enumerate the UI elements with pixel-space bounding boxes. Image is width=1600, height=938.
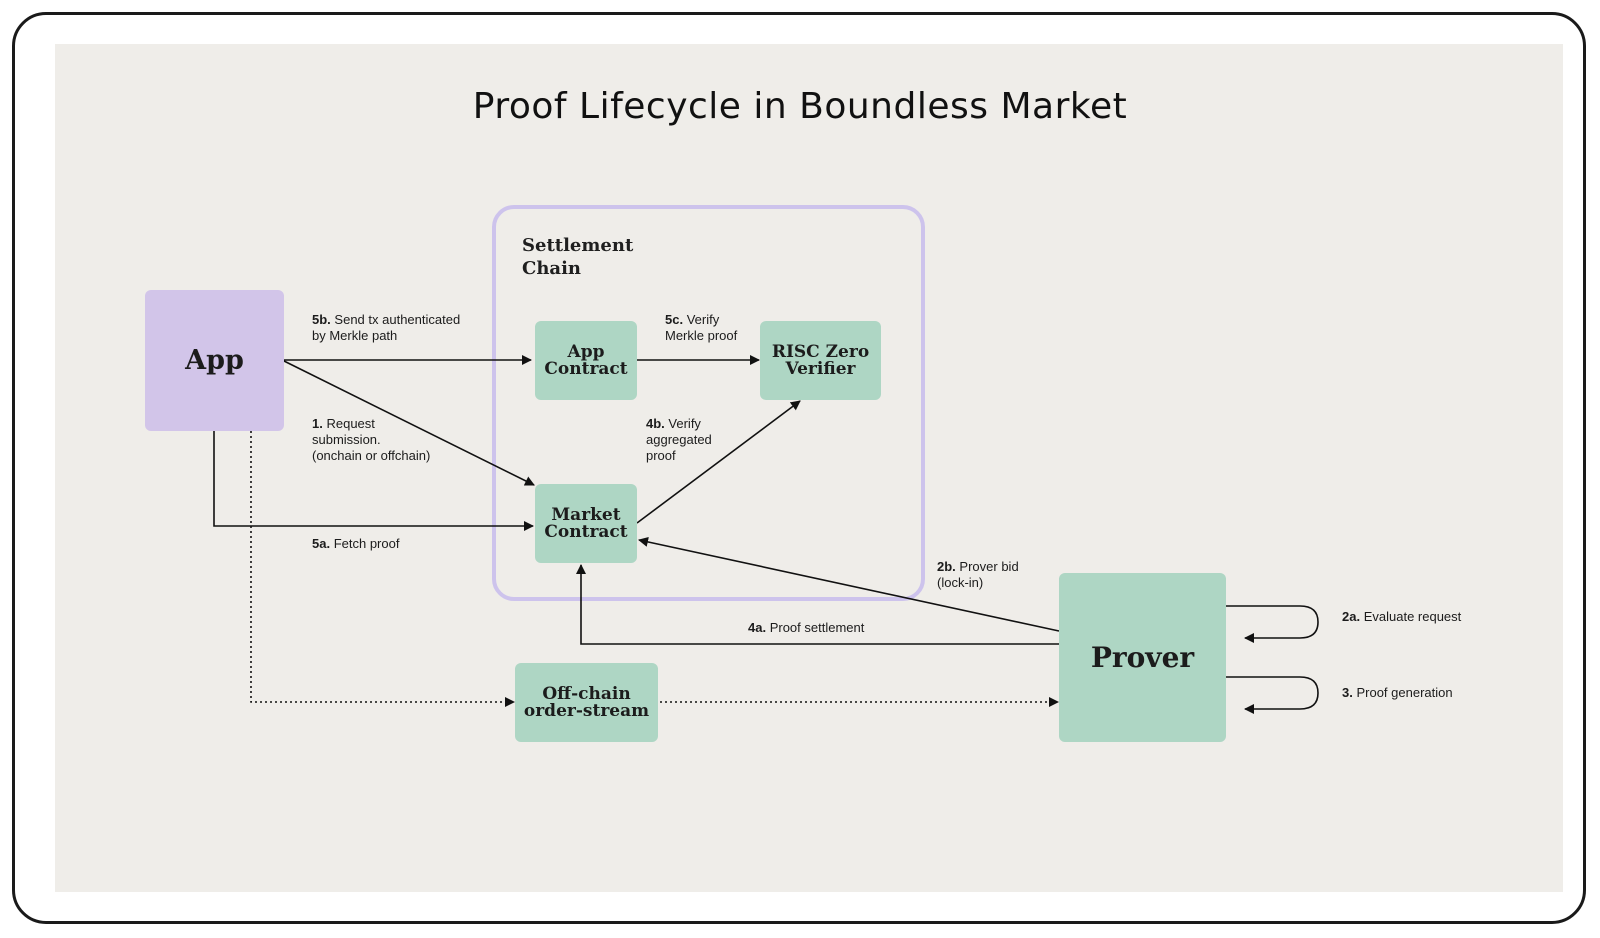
edge-4b-step: 4b. [646,416,665,431]
edge-5c-step: 5c. [665,312,684,327]
prover-node: Prover [1059,573,1226,742]
risc-zero-verifier-node: RISC Zero Verifier [760,321,881,400]
edge-1-label: 1. Request submission. (onchain or offch… [312,416,430,464]
edge-4b-line2: aggregated [646,432,712,447]
edge-4a-line1: Proof settlement [769,620,865,635]
edge-5b-label: 5b. Send tx authenticated by Merkle path [312,312,460,344]
offchain-order-stream-node: Off-chain order-stream [515,663,658,742]
verifier-label-line1: RISC Zero [771,341,870,362]
edge-1-line1: Request [326,416,375,431]
app-contract-node: App Contract [535,321,637,400]
settlement-chain-label-line1: Settlement [522,235,634,256]
edge-5c-label: 5c. Verify Merkle proof [665,312,737,344]
order-stream-label-line2: order-stream [523,700,650,721]
market-contract-node: Market Contract [535,484,637,563]
edge-2a-self-loop [1226,605,1319,643]
edge-2b-label: 2b. Prover bid (lock-in) [937,559,1019,591]
edge-2b-step: 2b. [937,559,956,574]
edge-4a-arrow [576,564,1059,645]
edge-2b-line1: Prover bid [959,559,1019,574]
edge-3-self-loop [1226,676,1319,714]
prover-node-label: Prover [1090,641,1195,674]
edge-5a-arrow [213,431,534,531]
edge-2a-label: 2a. Evaluate request [1342,609,1461,625]
app-contract-label-line1: App [567,341,605,362]
order-stream-label-line1: Off-chain [542,683,631,704]
edge-4b-label: 4b. Verify aggregated proof [646,416,712,464]
market-contract-label-line2: Contract [544,521,628,542]
edge-3-line1: Proof generation [1356,685,1453,700]
app-contract-label-line2: Contract [544,358,628,379]
settlement-chain-label-line2: Chain [522,258,582,279]
edge-4b-arrow [636,400,801,524]
settlement-chain-group [492,205,925,601]
edge-1-line3: (onchain or offchain) [312,448,431,463]
edge-5c-line2: Merkle proof [665,328,738,343]
edge-2b-line2: (lock-in) [937,575,984,590]
edge-4b-line1: Verify [668,416,701,431]
edge-5a-line1: Fetch proof [333,536,400,551]
edge-3-label: 3. Proof generation [1342,685,1453,701]
edge-5a-label: 5a. Fetch proof [312,536,399,552]
edge-5b-line1: Send tx authenticated [334,312,461,327]
diagram-canvas [55,44,1563,892]
edge-2b-arrow [638,537,1060,632]
edge-5a-step: 5a. [312,536,331,551]
edge-1-step: 1. [312,416,323,431]
app-node: App [145,290,284,431]
market-contract-label-line1: Market [551,504,621,525]
edge-app-to-orderstream-dotted [250,431,515,707]
verifier-label-line2: Verifier [785,358,856,379]
diagram-title: Proof Lifecycle in Boundless Market [472,86,1128,127]
edge-4a-step: 4a. [748,620,767,635]
edge-4a-label: 4a. Proof settlement [748,620,864,636]
app-node-label: App [185,345,244,376]
edge-4b-line3: proof [646,448,676,463]
edge-1-arrow [281,359,535,486]
edge-1-line2: submission. [312,432,381,447]
edge-2a-step: 2a. [1342,609,1361,624]
settlement-chain-label: Settlement Chain [522,234,662,280]
edge-5b-step: 5b. [312,312,331,327]
edge-3-step: 3. [1342,685,1353,700]
edge-2a-line1: Evaluate request [1363,609,1462,624]
edge-5b-line2: by Merkle path [312,328,398,343]
edge-5c-line1: Verify [686,312,720,327]
